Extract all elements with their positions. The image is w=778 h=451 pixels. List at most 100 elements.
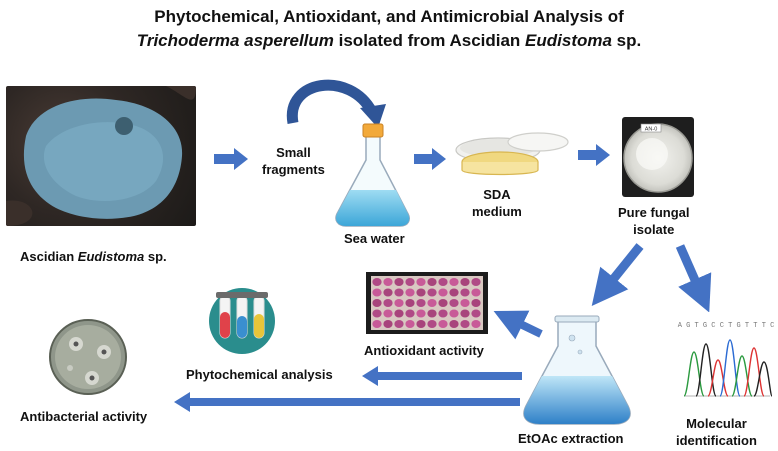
- microplate-well: [416, 320, 426, 328]
- microplate-well: [427, 320, 437, 328]
- ascidian-label-prefix: Ascidian: [20, 249, 78, 264]
- title-mid: isolated from Ascidian: [333, 31, 526, 50]
- arrow-water-to-sda: [414, 148, 446, 170]
- microplate-well: [438, 299, 448, 307]
- antioxidant-microplate: [366, 272, 488, 334]
- microplate-well: [460, 278, 470, 286]
- microplate-well: [405, 299, 415, 307]
- microplate-well: [427, 299, 437, 307]
- plate-label-text: AN-0: [645, 127, 658, 133]
- molecular-line1: Molecular: [686, 416, 747, 431]
- ascidian-label: Ascidian Eudistoma sp.: [20, 248, 167, 265]
- title-species: Trichoderma asperellum: [136, 31, 334, 50]
- phytochemical-tubes-icon: [209, 288, 275, 354]
- microplate-well: [449, 288, 459, 297]
- microplate-well: [438, 288, 448, 297]
- ascidian-label-suffix: sp.: [144, 249, 167, 264]
- microplate-well: [416, 309, 426, 318]
- microplate-well: [471, 278, 481, 286]
- small-fragments-label: Small fragments: [262, 144, 325, 178]
- microplate-well: [471, 288, 481, 297]
- microplate-well: [394, 288, 404, 297]
- microplate-well: [394, 320, 404, 328]
- microplate-well: [449, 299, 459, 307]
- microplate-well: [471, 320, 481, 328]
- microplate-well: [405, 288, 415, 297]
- sda-line1: SDA: [483, 187, 511, 202]
- pure-isolate-label: Pure fungal isolate: [618, 204, 690, 238]
- microplate-well: [460, 309, 470, 318]
- arrow-sda-to-isolate: [578, 144, 610, 166]
- microplate-well: [383, 320, 393, 328]
- sea-water-label: Sea water: [344, 231, 405, 246]
- arrow-extraction-to-antioxidant: [493, 310, 543, 340]
- ascidian-illustration: [6, 86, 196, 226]
- arrow-curved-to-flask: [286, 79, 377, 124]
- microplate-well: [449, 320, 459, 328]
- diagram-title-line2: Trichoderma asperellum isolated from Asc…: [0, 30, 778, 52]
- small-fragments-line2: fragments: [262, 162, 325, 177]
- microplate-well: [394, 309, 404, 318]
- antibacterial-label: Antibacterial activity: [20, 409, 148, 424]
- phytochemical-label: Phytochemical analysis: [186, 367, 333, 382]
- microplate-well: [383, 278, 393, 286]
- arrow-curved-to-flask-head: [360, 104, 386, 128]
- microplate-well: [427, 278, 437, 286]
- microplate-well: [405, 278, 415, 286]
- antioxidant-label: Antioxidant activity: [364, 343, 484, 358]
- chromatogram: A G T G C C T G T T T C: [678, 312, 775, 404]
- sda-line2: medium: [472, 204, 522, 219]
- microplate-well: [438, 278, 448, 286]
- rock: [6, 200, 33, 226]
- microplate-well: [471, 299, 481, 307]
- etoac-label: EtOAc extraction: [518, 431, 624, 446]
- microplate-well: [449, 309, 459, 318]
- microplate-well: [383, 299, 393, 307]
- microplate-well: [405, 320, 415, 328]
- microplate-well: [416, 299, 426, 307]
- microplate-well: [383, 309, 393, 318]
- pure-isolate-line2: isolate: [633, 222, 675, 237]
- sda-plate: [455, 132, 569, 176]
- ascidian-photo: [6, 86, 196, 226]
- small-fragments-line1: Small: [276, 145, 311, 160]
- antibacterial-petri-dish: [49, 319, 127, 395]
- title-genus: Eudistoma: [525, 31, 612, 50]
- microplate-well: [427, 309, 437, 318]
- arrow-photo-to-fragments: [214, 148, 248, 170]
- pure-isolate-line1: Pure fungal: [618, 205, 690, 220]
- microplate-well: [383, 288, 393, 297]
- microplate-well: [394, 278, 404, 286]
- ascidian-label-genus: Eudistoma: [77, 249, 145, 264]
- microplate-well: [438, 320, 448, 328]
- microplate-well: [372, 299, 382, 307]
- microplate-well: [460, 299, 470, 307]
- molecular-label: Molecular identification: [676, 415, 757, 449]
- arrow-extraction-to-antibacterial: [174, 392, 520, 412]
- sda-medium-label: SDA medium: [472, 186, 522, 220]
- ascidian-highlight: [43, 122, 164, 201]
- ascidian-siphon: [115, 117, 133, 135]
- microplate-well: [460, 320, 470, 328]
- sequence-text: A G T G C C T G T T T C: [678, 322, 775, 330]
- arrow-isolate-to-extraction: [591, 243, 644, 307]
- title-end: sp.: [611, 31, 642, 50]
- microplate-well: [405, 309, 415, 318]
- microplate-well: [416, 278, 426, 286]
- microplate-well: [416, 288, 426, 297]
- microplate-well: [427, 288, 437, 297]
- rock: [166, 86, 196, 100]
- microplate-well: [372, 320, 382, 328]
- etoac-extraction-flask: [523, 315, 631, 425]
- microplate-well: [438, 309, 448, 318]
- microplate-well: [372, 309, 382, 318]
- fungal-isolate-plate: AN-0: [622, 117, 694, 197]
- microplate-well: [372, 288, 382, 297]
- microplate-well: [471, 309, 481, 318]
- arrow-isolate-to-molecular: [675, 244, 712, 313]
- diagram-title-line1: Phytochemical, Antioxidant, and Antimicr…: [154, 7, 624, 26]
- molecular-line2: identification: [676, 433, 757, 448]
- microplate-well: [449, 278, 459, 286]
- microplate-well: [394, 299, 404, 307]
